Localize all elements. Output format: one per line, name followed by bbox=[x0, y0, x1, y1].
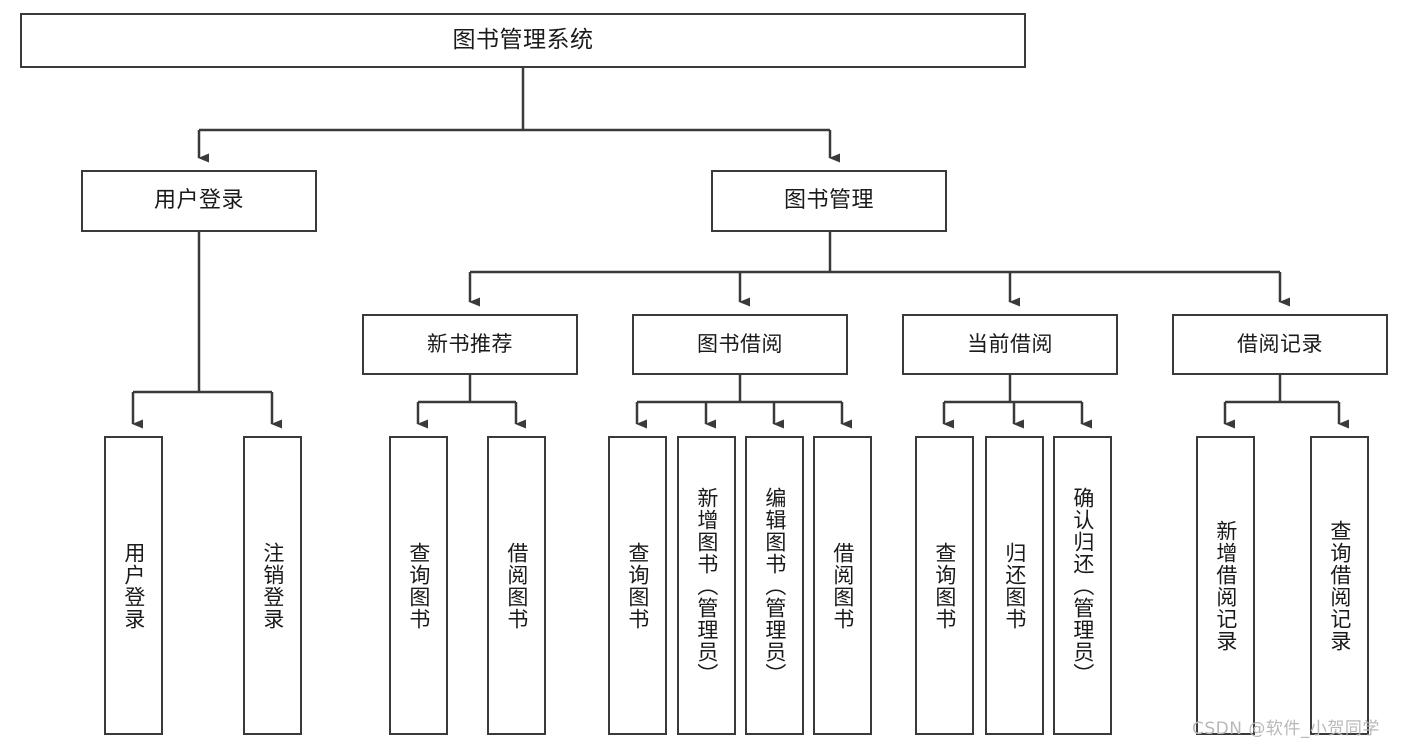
node-leaf-return-book-label: 归还图书 bbox=[1002, 541, 1027, 630]
node-root[interactable]: 图书管理系统 bbox=[20, 13, 1026, 68]
node-book-manage-label: 图书管理 bbox=[783, 187, 874, 213]
node-book-manage[interactable]: 图书管理 bbox=[711, 170, 947, 232]
node-current-borrow-label: 当前借阅 bbox=[967, 331, 1053, 356]
node-leaf-add-book[interactable]: 新增图书（管理员） bbox=[677, 436, 736, 735]
node-leaf-user-logout[interactable]: 注销登录 bbox=[243, 436, 302, 735]
node-leaf-borrow-book-1[interactable]: 借阅图书 bbox=[487, 436, 546, 735]
node-leaf-query-book-3-label: 查询图书 bbox=[932, 541, 957, 630]
node-leaf-add-record[interactable]: 新增借阅记录 bbox=[1196, 436, 1255, 735]
node-new-book-rec[interactable]: 新书推荐 bbox=[362, 314, 578, 375]
node-leaf-query-book-3[interactable]: 查询图书 bbox=[915, 436, 974, 735]
node-leaf-edit-book[interactable]: 编辑图书（管理员） bbox=[745, 436, 804, 735]
node-new-book-rec-label: 新书推荐 bbox=[427, 331, 513, 356]
node-leaf-user-login-label: 用户登录 bbox=[121, 541, 146, 630]
node-leaf-user-logout-label: 注销登录 bbox=[260, 541, 285, 630]
node-leaf-add-record-label: 新增借阅记录 bbox=[1213, 519, 1238, 652]
node-leaf-confirm-return-label: 确认归还（管理员） bbox=[1070, 486, 1095, 685]
node-leaf-query-book-1-label: 查询图书 bbox=[406, 541, 431, 630]
node-leaf-confirm-return[interactable]: 确认归还（管理员） bbox=[1053, 436, 1112, 735]
node-current-borrow[interactable]: 当前借阅 bbox=[902, 314, 1118, 375]
node-borrow-record[interactable]: 借阅记录 bbox=[1172, 314, 1388, 375]
csdn-watermark: CSDN @软件_小贺同学 bbox=[1192, 719, 1380, 739]
node-leaf-borrow-book-1-label: 借阅图书 bbox=[504, 541, 529, 630]
node-user-login[interactable]: 用户登录 bbox=[81, 170, 317, 232]
node-borrow-record-label: 借阅记录 bbox=[1237, 331, 1323, 356]
node-leaf-query-book-2[interactable]: 查询图书 bbox=[608, 436, 667, 735]
node-book-borrow[interactable]: 图书借阅 bbox=[632, 314, 848, 375]
node-root-label: 图书管理系统 bbox=[452, 26, 594, 53]
node-leaf-user-login[interactable]: 用户登录 bbox=[104, 436, 163, 735]
node-leaf-query-record[interactable]: 查询借阅记录 bbox=[1310, 436, 1369, 735]
node-book-borrow-label: 图书借阅 bbox=[697, 331, 783, 356]
node-leaf-borrow-book-2[interactable]: 借阅图书 bbox=[813, 436, 872, 735]
node-user-login-label: 用户登录 bbox=[153, 187, 244, 213]
node-leaf-borrow-book-2-label: 借阅图书 bbox=[830, 541, 855, 630]
node-leaf-edit-book-label: 编辑图书（管理员） bbox=[762, 486, 787, 685]
node-leaf-add-book-label: 新增图书（管理员） bbox=[694, 486, 719, 685]
node-leaf-query-book-1[interactable]: 查询图书 bbox=[389, 436, 448, 735]
node-leaf-return-book[interactable]: 归还图书 bbox=[985, 436, 1044, 735]
node-leaf-query-book-2-label: 查询图书 bbox=[625, 541, 650, 630]
node-leaf-query-record-label: 查询借阅记录 bbox=[1327, 519, 1352, 652]
